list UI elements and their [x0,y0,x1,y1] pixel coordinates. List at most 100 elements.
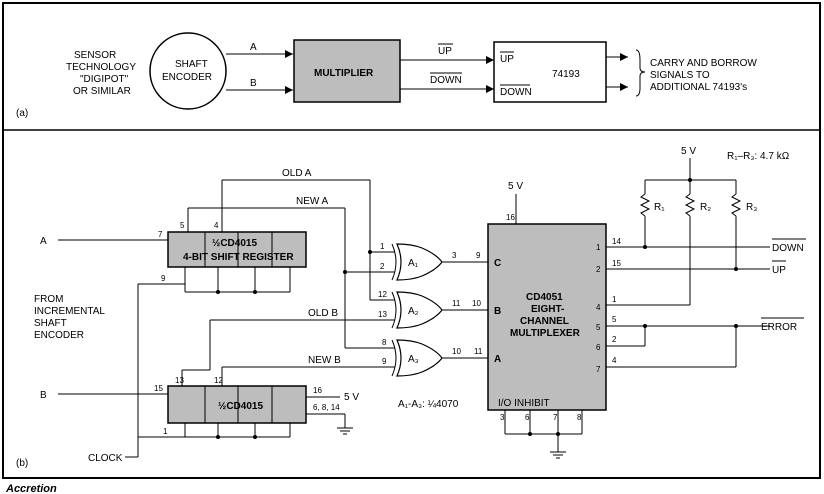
mux-label-1: CD4051 [526,292,563,303]
error-junction-2 [734,324,738,328]
gate3-label: A₃ [408,354,419,365]
r2-resistor-icon [684,193,696,217]
sr1-label-2: 4-BIT SHIFT REGISTER [183,252,294,263]
out-up-label: UP [772,265,786,276]
sr2-pin-13: 13 [175,376,184,385]
up-label: UP [438,46,452,57]
from-label-1: FROM [34,294,63,305]
gate2-pin-11: 11 [452,299,461,308]
out-pin-5: 5 [612,315,617,324]
xor-gate-a1 [391,243,443,281]
mux-pin-10: 10 [472,299,481,308]
multiplier-label: MULTIPLIER [314,68,374,79]
mux-pin-3: 3 [500,413,505,422]
signal-a-label: A [250,42,257,53]
old-a-label: OLD A [282,168,312,179]
cd4051-multiplexer [487,223,607,411]
r3-label: R₃ [746,202,757,213]
out-pin-2: 2 [612,335,617,344]
gate3-pin-10: 10 [452,347,461,356]
mux-pin-8: 8 [577,413,582,422]
counter-down-in-label: DOWN [500,87,532,98]
error-junction-1 [643,324,647,328]
shift-register-2 [167,385,307,424]
xor-gate-a2 [391,291,443,329]
out-pin-1: 1 [612,295,617,304]
gate1-label: A₁ [408,258,419,269]
sr2-pin-gnd: 6, 8, 14 [313,403,340,412]
caption-fragment: Accretion [5,483,57,494]
multiplier-box [293,39,401,103]
sr1-pin-9: 9 [161,274,166,283]
r2-label: R₂ [700,202,711,213]
input-b-label: B [40,390,47,401]
out-error-label: ERROR [761,322,797,333]
from-label-2: INCREMENTAL [34,306,105,317]
encoder-label-2: ENCODER [162,72,212,83]
new-a-junction [343,270,347,274]
arrow-b-icon [285,86,293,94]
pullup-supply-label: 5 V [681,146,696,157]
mux-pin-9: 9 [476,251,481,260]
sr2-dot-1 [216,435,220,439]
arrow-borrow-icon [620,83,628,91]
figure-frame [2,2,821,479]
new-a-label: NEW A [296,196,329,207]
mux-b-label: B [494,306,501,317]
encoder-label-1: SHAFT [175,59,208,70]
mux-label-2: EIGHT- [531,304,564,315]
gate3-pin-8: 8 [382,338,387,347]
out-pin-14: 14 [612,237,621,246]
mux-a-label: A [494,354,501,365]
brace-icon [635,49,646,97]
carry-label-1: CARRY AND BORROW [650,58,757,69]
mux-supply-label: 5 V [508,181,523,192]
sr2-supply-label: 5 V [344,392,359,403]
from-label-4: ENCODER [34,330,84,341]
r3-resistor-icon [730,193,742,217]
signal-b-label: B [250,78,257,89]
sr1-dot-2 [253,290,257,294]
part-a-block-diagram: SENSOR TECHNOLOGY "DIGIPOT" OR SIMILAR S… [16,32,757,119]
shaft-encoder-circle [149,32,227,110]
r1-junction [643,245,647,249]
gate2-pin-13: 13 [378,310,387,319]
mux-pin-7r: 7 [596,365,601,374]
gate-note: A₁-A₃: ¼4070 [398,398,459,410]
r3-junction [734,267,738,271]
carry-label-3: ADDITIONAL 74193's [650,82,747,93]
out-pin-15: 15 [612,259,621,268]
mux-pin-4: 4 [596,303,601,312]
arrow-carry-icon [620,53,628,61]
gate1-pin-3: 3 [452,251,457,260]
down-label: DOWN [430,75,462,86]
shift-register-1 [167,231,307,268]
clock-label: CLOCK [88,453,123,464]
mux-label-4: MULTIPLEXER [510,328,581,339]
arrow-a-icon [285,50,293,58]
sr1-label-1: ½CD4015 [212,238,257,249]
new-b-label: NEW B [308,355,341,366]
mux-pin-1: 1 [596,243,601,252]
counter-up-in-label: UP [500,54,514,65]
inhibit-label: I/O INHIBIT [498,398,550,409]
old-a-junction [368,250,372,254]
gate1-pin-2: 2 [380,262,385,271]
out-down-label: DOWN [772,243,804,254]
sr1-pin-4: 4 [214,221,219,230]
sr1-dot-1 [216,290,220,294]
mux-bot-dot-1 [528,432,532,436]
sr2-label: ½CD4015 [218,401,263,412]
gate2-label: A₂ [408,306,419,317]
mux-pin-16: 16 [506,213,515,222]
carry-label-2: SIGNALS TO [650,70,710,81]
r1-label: R₁ [654,202,665,213]
arrow-up-icon [486,56,494,64]
mux-pin-7: 7 [553,413,558,422]
r1-resistor-icon [639,193,651,217]
mux-label-3: CHANNEL [520,316,569,327]
sr1-pin-5: 5 [180,221,185,230]
old-b-label: OLD B [308,308,338,319]
mux-c-label: C [494,258,501,269]
